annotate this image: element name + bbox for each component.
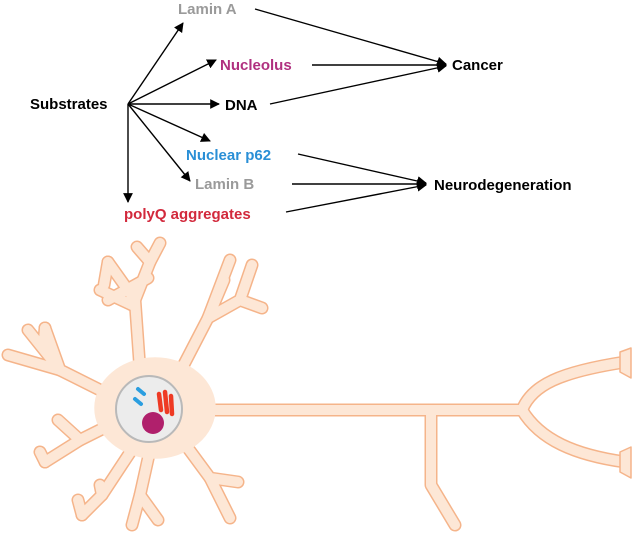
edge-substrates-to-nuclear-p62	[127, 103, 211, 142]
aggregate-marks	[156, 389, 175, 417]
edge-substrates-to-nucleolus	[127, 59, 217, 105]
label-nucleolus: Nucleolus	[220, 57, 292, 74]
label-cancer: Cancer	[452, 57, 503, 74]
label-substrates: Substrates	[30, 96, 108, 113]
label-dna: DNA	[225, 97, 258, 114]
edge-lamin-a-to-cancer	[254, 8, 447, 67]
neuron-illustration	[1, 236, 632, 532]
label-lamin-b: Lamin B	[195, 176, 254, 193]
edge-substrates-to-lamin-a	[127, 22, 184, 105]
labels-layer: Substrates Lamin A Nucleolus DNA Nuclear…	[30, 1, 572, 223]
edges-layer	[123, 8, 447, 213]
edge-dna-to-cancer	[269, 63, 447, 105]
edge-substrates-to-lamin-b	[127, 103, 191, 182]
label-lamin-a: Lamin A	[178, 1, 237, 18]
axon-terminal-top	[619, 347, 632, 379]
nucleolus-dot	[142, 412, 164, 434]
label-nuclear-p62: Nuclear p62	[186, 147, 271, 164]
edge-polyq-to-neurodegeneration	[285, 181, 427, 213]
label-neurodegeneration: Neurodegeneration	[434, 177, 572, 194]
axon-terminal-bottom	[619, 446, 632, 479]
neuron-fill	[3, 238, 630, 530]
edge-p62-to-neurodegeneration	[297, 153, 427, 186]
p62-marks	[133, 387, 146, 406]
label-polyq-aggregates: polyQ aggregates	[124, 206, 251, 223]
